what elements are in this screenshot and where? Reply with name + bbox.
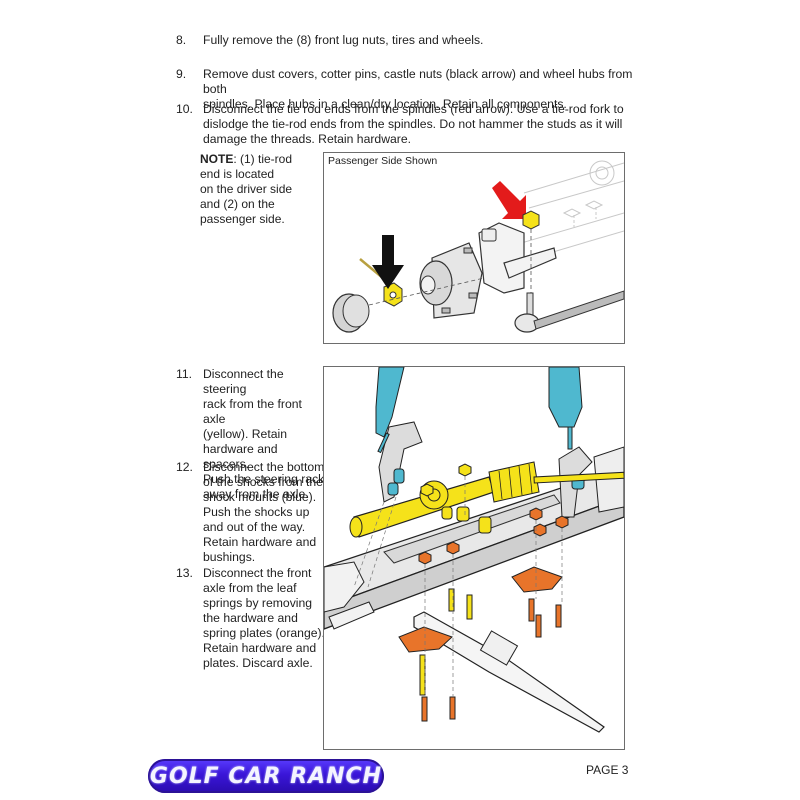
step-text-line: (yellow). Retain <box>203 427 287 441</box>
step-text-line: Disconnect the tie rod ends from the spi… <box>203 102 624 116</box>
step-text-line: rack from the front axle <box>203 397 302 426</box>
hub-spindle-illustration <box>332 160 624 333</box>
step-text-line: plates. Discard axle. <box>203 656 313 670</box>
page-number: PAGE 3 <box>586 763 629 777</box>
step-text-line: Disconnect the front <box>203 566 312 580</box>
note-text: end is located <box>200 167 275 181</box>
figure-axle-exploded <box>323 366 625 750</box>
step-text-line: axle from the leaf <box>203 581 297 595</box>
golf-car-ranch-logo: GOLF CAR RANCH <box>148 759 384 793</box>
note-text: on the driver side <box>200 182 293 196</box>
step-number: 9. <box>176 67 187 81</box>
note-label: NOTE <box>200 152 234 166</box>
axle-exploded-illustration <box>324 367 624 733</box>
step-text-line: Remove dust covers, cotter pins, castle … <box>203 67 633 96</box>
step-number: 10. <box>176 102 193 116</box>
figure-hub-tie-rod: Passenger Side Shown <box>323 152 625 344</box>
step-text-line: bushings. <box>203 550 256 564</box>
step-number: 11. <box>176 367 193 381</box>
step-text-line: shock mounts (blue). <box>203 490 317 504</box>
step-text-line: Disconnect the bottom <box>203 460 325 474</box>
step-text-line: dislodge the tie-rod ends from the spind… <box>203 117 623 131</box>
step-text-line: Retain hardware and <box>203 535 317 549</box>
note-text: : (1) tie-rod <box>233 152 293 166</box>
step-text-line: spindles. Place hubs in a clean/dry loca… <box>203 97 567 111</box>
red-arrow-icon <box>492 181 526 219</box>
step-number: 8. <box>176 33 187 47</box>
note-text: passenger side. <box>200 212 285 226</box>
note-text: and (2) on the <box>200 197 275 211</box>
step-text-line: Push the steering rack <box>203 472 325 486</box>
step-text-line: Retain hardware and <box>203 641 317 655</box>
step-text-line: Push the shocks up <box>203 505 310 519</box>
logo-text: GOLF CAR RANCH <box>149 763 383 789</box>
step-text: Fully remove the (8) front lug nuts, tir… <box>203 33 484 47</box>
step-text-line: spring plates (orange). <box>203 626 325 640</box>
step-text-line: damage the threads. Retain hardware. <box>203 132 411 146</box>
step-number: 13. <box>176 566 193 580</box>
step-text-line: of the shocks from the <box>203 475 323 489</box>
note-block: NOTE: (1) tie-rod end is located on the … <box>200 152 312 227</box>
step-text-line: the hardware and <box>203 611 298 625</box>
step-text-line: Disconnect the steering <box>203 367 284 396</box>
step-text-line: away from the axle. <box>203 487 309 501</box>
step-text-line: hardware and spacers. <box>203 442 278 471</box>
step-text-line: and out of the way. <box>203 520 306 534</box>
figure-caption: Passenger Side Shown <box>328 155 438 167</box>
step-text-line: springs by removing <box>203 596 313 610</box>
black-arrow-icon <box>372 235 404 289</box>
step-number: 12. <box>176 460 193 474</box>
